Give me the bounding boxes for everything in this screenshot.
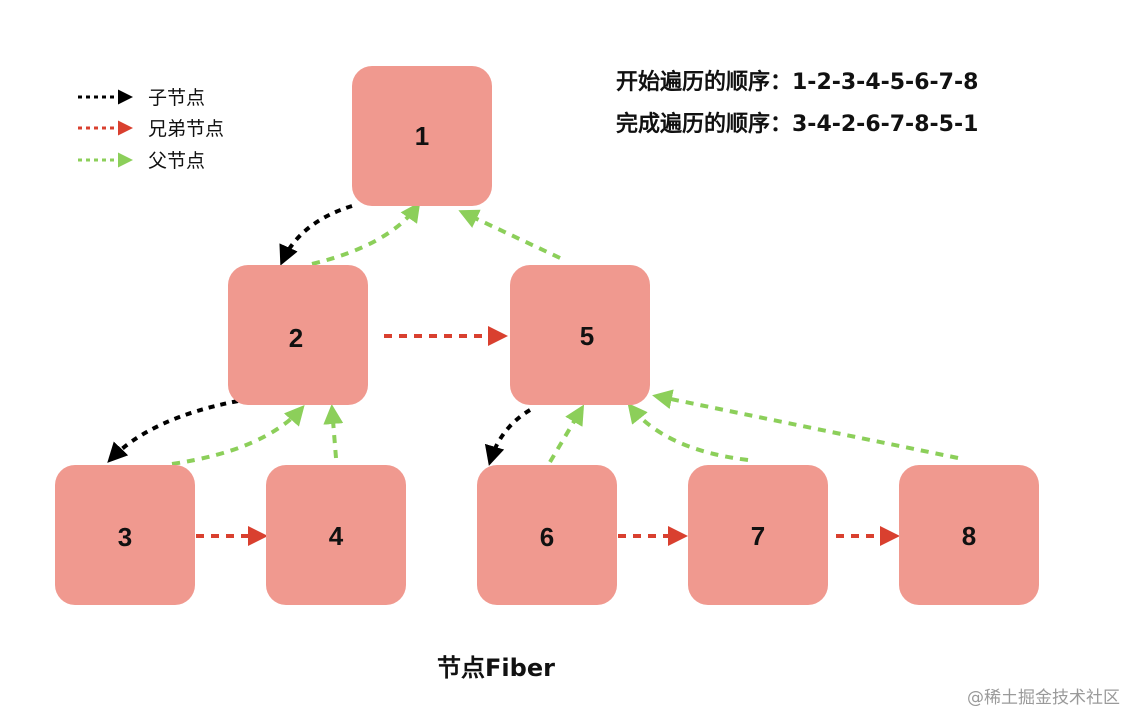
node-box bbox=[688, 465, 828, 605]
legend-label-child: 子节点 bbox=[148, 87, 205, 109]
node-box bbox=[228, 265, 368, 405]
node-box bbox=[899, 465, 1039, 605]
parent-edge-5-1 bbox=[458, 209, 561, 260]
node-label: 7 bbox=[751, 521, 765, 551]
child-edge-1-2 bbox=[279, 204, 353, 266]
node-4: 4 bbox=[266, 465, 406, 605]
parent-edge-7-5 bbox=[627, 402, 749, 462]
legend: 子节点 兄弟节点 父节点 bbox=[78, 87, 224, 172]
node-7: 7 bbox=[688, 465, 828, 605]
parent-edge-8-5 bbox=[652, 389, 959, 460]
parent-edges bbox=[171, 201, 959, 466]
node-3: 3 bbox=[55, 465, 195, 605]
legend-item-sibling: 兄弟节点 bbox=[78, 118, 224, 140]
node-label: 1 bbox=[415, 121, 429, 151]
node-label: 5 bbox=[580, 321, 594, 351]
watermark: @稀土掘金技术社区 bbox=[967, 688, 1120, 708]
legend-item-parent: 父节点 bbox=[78, 150, 205, 172]
node-8: 8 bbox=[899, 465, 1039, 605]
node-box bbox=[510, 265, 650, 405]
legend-label-parent: 父节点 bbox=[148, 150, 205, 172]
parent-edge-2-1 bbox=[311, 201, 421, 266]
node-label: 4 bbox=[329, 521, 344, 551]
legend-item-child: 子节点 bbox=[78, 87, 205, 109]
node-1: 1 bbox=[352, 66, 492, 206]
node-box bbox=[352, 66, 492, 206]
node-label: 8 bbox=[962, 521, 976, 551]
child-edges bbox=[107, 204, 532, 466]
node-label: 3 bbox=[118, 522, 132, 552]
node-label: 6 bbox=[540, 522, 554, 552]
begin-order-text: 开始遍历的顺序：1-2-3-4-5-6-7-8 bbox=[616, 69, 978, 95]
parent-edge-3-2 bbox=[171, 404, 305, 466]
parent-edge-4-2 bbox=[323, 404, 344, 459]
node-box bbox=[477, 465, 617, 605]
complete-order-text: 完成遍历的顺序：3-4-2-6-7-8-5-1 bbox=[616, 111, 978, 137]
parent-edge-6-5 bbox=[548, 404, 585, 464]
sibling-edges bbox=[196, 326, 900, 546]
node-2: 2 bbox=[228, 265, 368, 405]
legend-label-sibling: 兄弟节点 bbox=[148, 118, 224, 140]
child-edge-5-6 bbox=[484, 408, 532, 466]
child-edge-2-3 bbox=[107, 399, 239, 463]
node-6: 6 bbox=[477, 465, 617, 605]
node-box bbox=[266, 465, 406, 605]
diagram-caption: 节点Fiber bbox=[437, 654, 555, 682]
node-label: 2 bbox=[289, 323, 303, 353]
node-box bbox=[55, 465, 195, 605]
node-5: 5 bbox=[510, 265, 650, 405]
